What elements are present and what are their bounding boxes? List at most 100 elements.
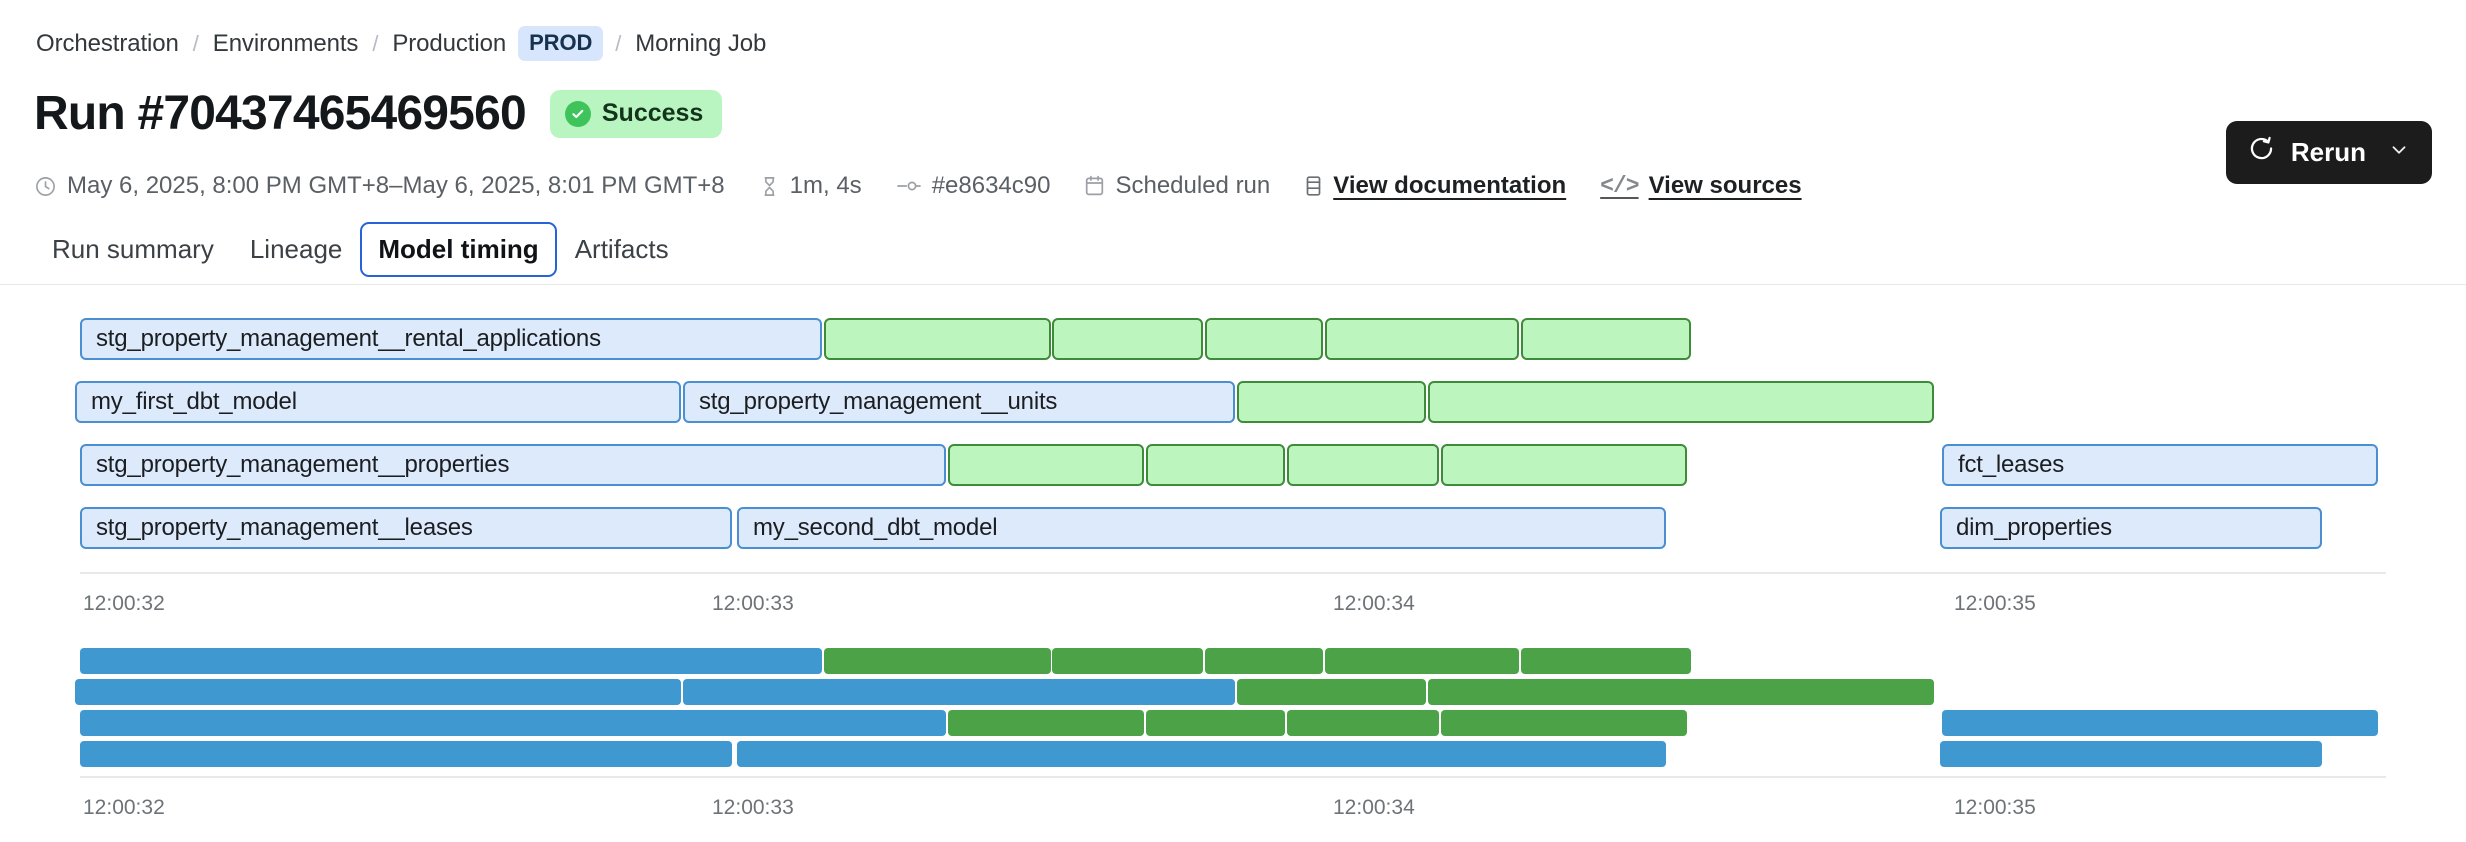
tab-lineage[interactable]: Lineage <box>249 234 343 264</box>
timing-bar-label: stg_property_management__leases <box>96 514 473 541</box>
timing-bar-my_second_dbt_model[interactable] <box>737 741 1666 767</box>
timing-bar-label: fct_leases <box>1958 451 2065 478</box>
meta-timespan: May 6, 2025, 8:00 PM GMT+8–May 6, 2025, … <box>34 172 725 200</box>
meta-trigger-text: Scheduled run <box>1115 172 1271 199</box>
view-sources-label: View sources <box>1648 172 1802 199</box>
timing-bar-test[interactable] <box>1521 648 1691 674</box>
hourglass-icon <box>759 175 780 198</box>
timing-bar-test[interactable] <box>948 710 1144 736</box>
axis-tick-label: 12:00:32 <box>83 592 165 615</box>
timing-bar-test[interactable] <box>1205 648 1323 674</box>
breadcrumb: Orchestration / Environments / Productio… <box>34 26 768 61</box>
meta-trigger: Scheduled run <box>1084 172 1270 200</box>
commit-icon <box>896 176 922 196</box>
timing-bar-my_second_dbt_model[interactable]: my_second_dbt_model <box>737 507 1666 549</box>
timing-row: stg_property_management__properties fct_l… <box>0 444 2466 486</box>
timing-bar-test[interactable] <box>824 318 1051 360</box>
timing-bar-test[interactable] <box>1237 679 1426 705</box>
timing-bar-stg_property_management__rental_applications[interactable]: stg_property_management__rental_applicat… <box>80 318 822 360</box>
timing-bar-test[interactable] <box>1287 710 1439 736</box>
breadcrumb-item-current[interactable]: Morning Job <box>635 29 767 57</box>
timing-bar-test[interactable] <box>1428 679 1934 705</box>
timing-row <box>0 648 2466 674</box>
timing-bar-test[interactable] <box>1205 318 1323 360</box>
timing-bar-stg_property_management__leases[interactable]: stg_property_management__leases <box>80 507 732 549</box>
time-axis-line <box>80 572 2386 574</box>
timing-bar-test[interactable] <box>1237 381 1426 423</box>
timing-bar-label: stg_property_management__rental_applicat… <box>96 325 601 352</box>
calendar-icon <box>1084 175 1105 197</box>
view-documentation-link[interactable]: View documentation <box>1304 172 1566 200</box>
page-header: Run #70437465469560 Success <box>34 87 723 140</box>
tab-model-timing[interactable]: Model timing <box>360 222 557 277</box>
timing-bar-test[interactable] <box>824 648 1051 674</box>
status-label: Success <box>601 99 704 127</box>
timing-bar-fct_leases[interactable] <box>1942 710 2378 736</box>
timing-row: stg_property_management__leases my_second… <box>0 507 2466 549</box>
axis-tick-label: 12:00:34 <box>1333 796 1415 819</box>
timing-bar-my_first_dbt_model[interactable]: my_first_dbt_model <box>75 381 681 423</box>
timing-bar-label: my_first_dbt_model <box>91 388 297 415</box>
book-icon <box>1304 175 1323 197</box>
breadcrumb-item-environments[interactable]: Environments <box>212 29 359 57</box>
view-sources-link[interactable]: </> View sources <box>1600 172 1801 200</box>
refresh-icon <box>2248 135 2275 169</box>
timing-bar-test[interactable] <box>1428 381 1934 423</box>
timing-bar-test[interactable] <box>1521 318 1691 360</box>
axis-tick-label: 12:00:35 <box>1954 592 2036 615</box>
timing-bar-test[interactable] <box>1052 648 1203 674</box>
meta-timespan-text: May 6, 2025, 8:00 PM GMT+8–May 6, 2025, … <box>67 172 725 199</box>
timing-bar-stg_property_management__units[interactable] <box>683 679 1235 705</box>
timing-bar-fct_leases[interactable]: fct_leases <box>1942 444 2378 486</box>
timing-bar-stg_property_management__properties[interactable] <box>80 710 946 736</box>
status-badge: Success <box>549 90 723 138</box>
timing-bar-my_first_dbt_model[interactable] <box>75 679 681 705</box>
timing-row: stg_property_management__rental_applicat… <box>0 318 2466 360</box>
timing-bar-test[interactable] <box>1052 318 1203 360</box>
timing-bar-dim_properties[interactable]: dim_properties <box>1940 507 2322 549</box>
clock-icon <box>34 175 57 198</box>
timing-bar-label: stg_property_management__properties <box>96 451 510 478</box>
axis-tick-label: 12:00:33 <box>712 796 794 819</box>
check-circle-icon <box>564 100 591 127</box>
timing-bar-test[interactable] <box>1325 318 1519 360</box>
axis-tick-label: 12:00:34 <box>1333 592 1415 615</box>
meta-duration-text: 1m, 4s <box>789 172 862 199</box>
breadcrumb-separator: / <box>615 30 622 56</box>
timing-bar-stg_property_management__units[interactable]: stg_property_management__units <box>683 381 1235 423</box>
timing-bar-stg_property_management__leases[interactable] <box>80 741 732 767</box>
page-title: Run #70437465469560 <box>34 87 527 140</box>
timing-bar-test[interactable] <box>948 444 1144 486</box>
axis-tick-label: 12:00:35 <box>1954 796 2036 819</box>
timing-bar-test[interactable] <box>1325 648 1519 674</box>
tab-artifacts[interactable]: Artifacts <box>574 234 669 264</box>
timing-bar-test[interactable] <box>1441 444 1687 486</box>
timing-row <box>0 710 2466 736</box>
breadcrumb-item-orchestration[interactable]: Orchestration <box>36 29 179 57</box>
timing-row <box>0 679 2466 705</box>
timing-bar-test[interactable] <box>1441 710 1687 736</box>
timing-bar-test[interactable] <box>1146 444 1285 486</box>
timing-bar-test[interactable] <box>1146 710 1285 736</box>
code-icon: </> <box>1600 173 1639 199</box>
timing-bar-stg_property_management__properties[interactable]: stg_property_management__properties <box>80 444 946 486</box>
view-documentation-label: View documentation <box>1333 172 1567 199</box>
rerun-button[interactable]: Rerun <box>2225 121 2432 184</box>
time-axis-line <box>80 776 2386 778</box>
meta-commit-text: #e8634c90 <box>931 172 1051 199</box>
timing-bar-label: dim_properties <box>1956 514 2112 541</box>
timing-bar-test[interactable] <box>1287 444 1439 486</box>
timing-bar-dim_properties[interactable] <box>1940 741 2322 767</box>
tab-bar: Run summary Lineage Model timing Artifac… <box>34 222 687 277</box>
timing-bar-label: my_second_dbt_model <box>753 514 998 541</box>
breadcrumb-separator: / <box>372 30 379 56</box>
run-meta: May 6, 2025, 8:00 PM GMT+8–May 6, 2025, … <box>34 172 1836 200</box>
tab-run-summary[interactable]: Run summary <box>52 234 214 264</box>
breadcrumb-item-production[interactable]: Production <box>392 29 507 57</box>
timing-bar-stg_property_management__rental_applications[interactable] <box>80 648 822 674</box>
timing-bar-label: stg_property_management__units <box>699 388 1058 415</box>
chevron-down-icon[interactable] <box>2388 137 2410 168</box>
